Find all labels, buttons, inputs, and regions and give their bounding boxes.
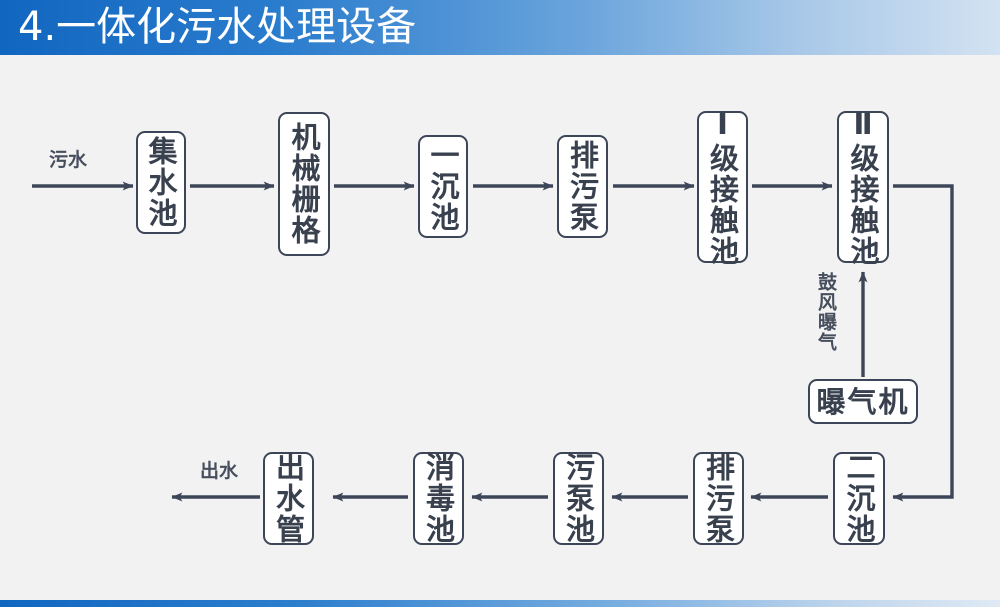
node-disinfection-tank[interactable]: 消毒池: [413, 452, 464, 545]
slide-header-bar: 4.一体化污水处理设备: [0, 0, 1000, 55]
label-aeration: 鼓风曝气: [815, 272, 837, 352]
node-label: 污泵池: [561, 452, 596, 545]
node-label: 排污泵: [701, 452, 736, 545]
node-label: 排污泵: [565, 140, 600, 233]
node-secondary-sedimentation-tank[interactable]: 二沉池: [833, 452, 885, 545]
node-contact-tank-1[interactable]: Ⅰ级接触池: [697, 107, 748, 267]
wire-contact2-to-secondary: [892, 184, 954, 502]
node-sewage-pump-bottom[interactable]: 排污泵: [693, 452, 744, 545]
node-label: 曝气机: [816, 384, 910, 419]
node-mechanical-grille[interactable]: 机械栅格: [278, 112, 330, 256]
node-sewage-pump-top[interactable]: 排污泵: [557, 135, 608, 238]
node-label: 集水池: [144, 136, 178, 229]
label-inlet: 污水: [49, 149, 88, 171]
node-label: Ⅱ级接触池: [846, 107, 880, 267]
node-label: Ⅰ级接触池: [705, 107, 740, 267]
node-effluent-pipe[interactable]: 出水管: [263, 452, 314, 545]
node-label: 二沉池: [842, 452, 876, 545]
node-label: 消毒池: [421, 452, 456, 545]
node-sludge-pump-tank[interactable]: 污泵池: [553, 452, 604, 545]
label-outlet: 出水: [200, 460, 239, 482]
node-primary-sedimentation-tank[interactable]: 一沉池: [418, 135, 468, 238]
node-collection-tank[interactable]: 集水池: [136, 131, 186, 234]
node-label: 一沉池: [426, 140, 460, 233]
page-title: 4.一体化污水处理设备: [18, 4, 417, 50]
node-label: 出水管: [271, 452, 306, 545]
node-label: 机械栅格: [287, 122, 321, 246]
node-aerator[interactable]: 曝气机: [808, 379, 918, 424]
slide-footer-bar: [0, 600, 1000, 607]
node-contact-tank-2[interactable]: Ⅱ级接触池: [837, 107, 889, 267]
